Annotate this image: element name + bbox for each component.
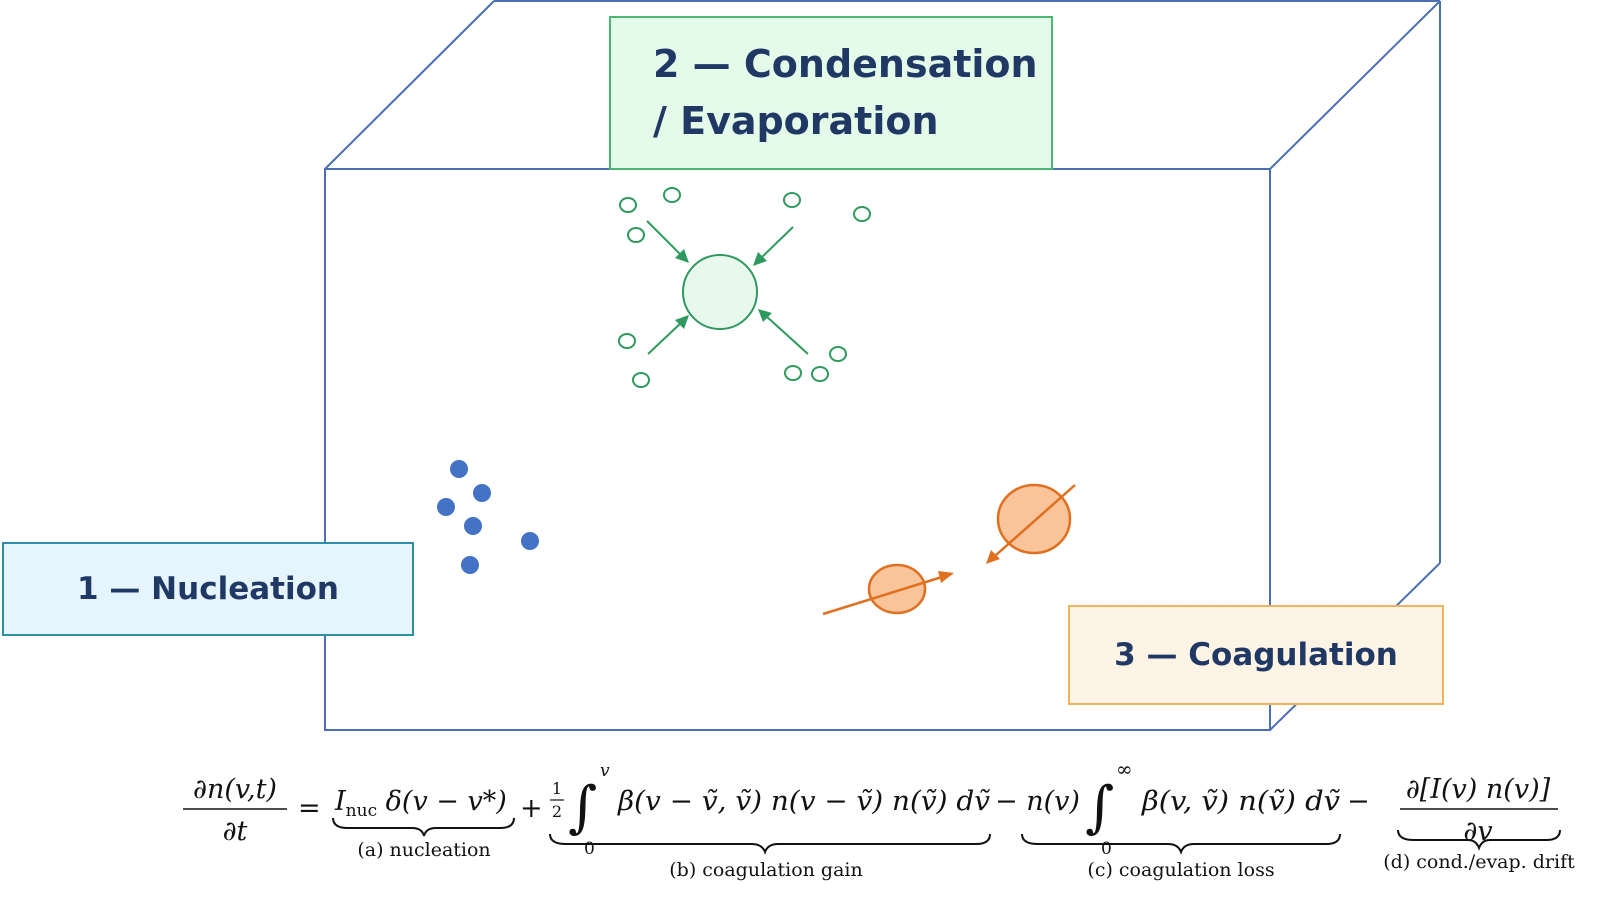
brace-c [1021, 833, 1341, 855]
nucleus-particle [521, 532, 539, 550]
vapor-molecule [811, 366, 829, 382]
vapor-molecule [618, 333, 636, 349]
brace-a [332, 817, 515, 837]
collision-arrow-small [822, 575, 943, 616]
coagulation-label-box: 3 — Coagulation [1068, 605, 1444, 705]
minus-sign-d: − [1347, 786, 1370, 817]
growing-droplet [682, 254, 758, 330]
vapor-molecule [853, 206, 871, 222]
nucleus-particle [473, 484, 491, 502]
nucleation-label: 1 — Nucleation [77, 571, 339, 607]
caption-coagulation-loss: (c) coagulation loss [1087, 859, 1274, 881]
term-c: β(v, ṽ) n(ṽ) dṽ [1141, 786, 1341, 817]
inflow-arrow [759, 226, 794, 260]
term-d-denominator: ∂v [1463, 816, 1492, 847]
inflow-arrow [765, 315, 809, 355]
brace-d [1397, 829, 1561, 851]
term-b: β(v − ṽ, ṽ) n(v − ṽ) n(ṽ) dṽ [617, 786, 991, 817]
vapor-molecule [663, 187, 681, 203]
nucleus-particle [464, 517, 482, 535]
box-depth-edge-top-right [1269, 0, 1441, 170]
caption-nucleation: (a) nucleation [357, 839, 490, 861]
plus-sign: + [520, 793, 543, 824]
condensation-arrows [646, 220, 809, 355]
integral-b-lower: 0 [584, 839, 595, 859]
arrow-head [675, 315, 689, 329]
inflow-arrow [646, 220, 683, 257]
nucleus-particle [450, 460, 468, 478]
minus-n-of-v: − n(v) [995, 786, 1080, 817]
inflow-arrow [647, 321, 683, 355]
integral-b-upper: v [600, 761, 610, 781]
caption-drift: (d) cond./evap. drift [1383, 851, 1575, 873]
integral-sign-b: ∫ [568, 775, 597, 840]
nucleus-particle [461, 556, 479, 574]
coagulating-particle-small [867, 563, 927, 615]
vapor-molecule [619, 197, 637, 213]
arrow-head [986, 550, 1000, 564]
integral-sign-c: ∫ [1085, 775, 1114, 840]
half-numerator: 1 [552, 779, 562, 798]
condensation-group [618, 187, 871, 388]
nucleation-particles [437, 460, 539, 574]
coagulation-group [822, 483, 1076, 616]
term-d-numerator: ∂[I(v) n(v)] [1406, 774, 1551, 805]
nucleus-particle [437, 498, 455, 516]
vapor-molecule [783, 192, 801, 208]
condensation-label-box: 2 — Condensation / Evaporation [609, 16, 1053, 170]
term-a: Inuc δ(v − v*) [334, 786, 507, 821]
vapor-molecule [784, 365, 802, 381]
vapor-molecule [627, 227, 645, 243]
vapor-molecule [829, 346, 847, 362]
brace-b [549, 833, 991, 855]
collision-arrow-large [995, 484, 1076, 556]
arrow-head [753, 252, 767, 266]
nucleation-label-box: 1 — Nucleation [2, 542, 414, 636]
caption-coagulation-gain: (b) coagulation gain [669, 859, 862, 881]
half-denominator: 2 [552, 802, 562, 821]
population-balance-equation: ∂n(v,t) ∂t = Inuc δ(v − v*) (a) nucleati… [183, 760, 1575, 881]
process-diagram [324, 0, 1441, 731]
arrow-head [938, 571, 954, 583]
equals-sign: = [298, 793, 321, 824]
arrow-head [758, 309, 772, 322]
box-depth-edge-top-left [324, 0, 495, 170]
condensation-label: 2 — Condensation / Evaporation [653, 42, 1038, 143]
lhs-denominator: ∂t [223, 816, 248, 847]
coagulation-label: 3 — Coagulation [1114, 637, 1398, 673]
integral-c-upper: ∞ [1116, 760, 1133, 781]
arrow-head [675, 249, 689, 263]
integral-c-lower: 0 [1101, 839, 1112, 859]
vapor-molecule [632, 372, 650, 388]
vapor-molecules [618, 187, 871, 388]
lhs-numerator: ∂n(v,t) [193, 774, 277, 805]
